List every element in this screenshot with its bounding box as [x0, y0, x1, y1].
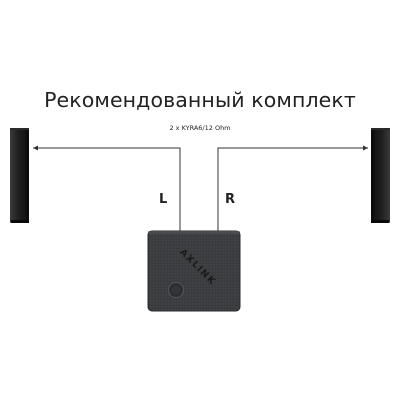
- wire-left: [33, 145, 181, 240]
- wire-right: [217, 145, 368, 240]
- diagram-subtitle: 2 x KYRA6/12 Ohm: [169, 124, 231, 132]
- channel-label-left: L: [159, 192, 168, 207]
- channel-label-right: R: [225, 192, 236, 207]
- volume-knob-icon: [168, 282, 184, 298]
- amplifier-icon: AXLINK: [147, 230, 241, 312]
- diagram-title: Рекомендованный комплект: [44, 88, 356, 112]
- left-speaker-icon: [10, 128, 29, 223]
- right-speaker-icon: [371, 128, 390, 223]
